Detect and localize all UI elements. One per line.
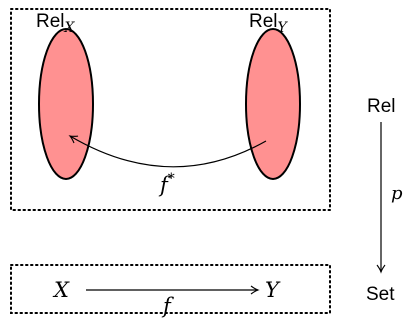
base-category-label: Set xyxy=(366,284,395,305)
base-region-box xyxy=(10,264,331,314)
pullback-label: f* xyxy=(158,171,175,197)
fibre-region-box xyxy=(10,8,331,211)
total-category-label: Rel xyxy=(367,96,396,117)
left-fibre-label: RelX xyxy=(36,11,76,36)
right-fibre-ellipse xyxy=(245,28,301,180)
left-fibre-ellipse xyxy=(38,28,94,180)
base-target-object: Y xyxy=(265,278,281,302)
pullback-arrow xyxy=(68,135,267,168)
right-fibre-label: RelY xyxy=(249,11,289,36)
base-map-label: f xyxy=(161,294,174,318)
base-source-object: X xyxy=(52,278,70,302)
fibration-functor-label: p xyxy=(391,183,403,204)
